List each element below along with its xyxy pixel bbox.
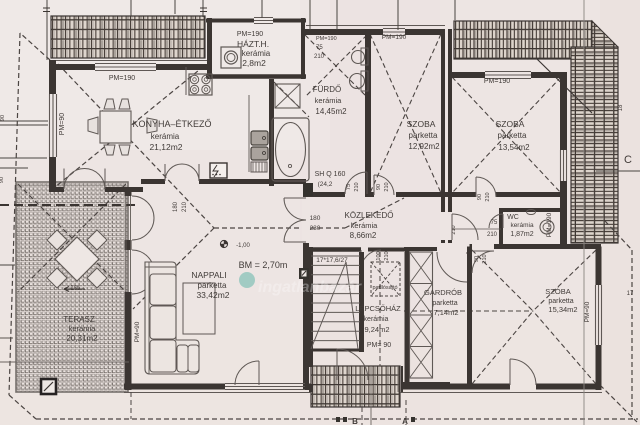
svg-text:KONYHA–ÉTKEZŐ: KONYHA–ÉTKEZŐ xyxy=(132,119,211,129)
svg-text:17: 17 xyxy=(627,291,634,297)
svg-text:90: 90 xyxy=(0,115,6,121)
svg-text:12,92m2: 12,92m2 xyxy=(408,142,440,151)
svg-text:21,12m2: 21,12m2 xyxy=(149,142,182,152)
svg-text:PM=90: PM=90 xyxy=(59,113,66,135)
svg-text:PM=190: PM=190 xyxy=(109,75,135,82)
svg-text:BM = 2,70m: BM = 2,70m xyxy=(239,260,288,270)
svg-text:kerámia: kerámia xyxy=(364,316,389,323)
svg-text:180: 180 xyxy=(173,201,179,212)
svg-text:210: 210 xyxy=(485,192,491,201)
svg-text:9,24m2: 9,24m2 xyxy=(364,325,389,334)
svg-text:90: 90 xyxy=(474,256,480,262)
svg-text:230: 230 xyxy=(310,225,321,232)
svg-text:14,45m2: 14,45m2 xyxy=(315,107,347,116)
svg-text:kerámia: kerámia xyxy=(69,324,97,333)
svg-text:kerámia: kerámia xyxy=(510,222,534,229)
svg-text:180: 180 xyxy=(310,215,321,222)
svg-text:PM=90: PM=90 xyxy=(584,301,591,322)
svg-text:210: 210 xyxy=(487,232,498,238)
svg-text:(24,2: (24,2 xyxy=(318,181,333,188)
svg-text:KÖZLEKEDŐ: KÖZLEKEDŐ xyxy=(345,211,394,220)
svg-text:SZOBA: SZOBA xyxy=(407,119,436,129)
svg-text:A: A xyxy=(402,417,408,425)
svg-text:13,54m2: 13,54m2 xyxy=(498,143,530,152)
svg-text:210: 210 xyxy=(482,254,488,263)
svg-text:75: 75 xyxy=(346,184,352,190)
svg-text:PM=190: PM=190 xyxy=(546,212,553,237)
svg-text:parketta: parketta xyxy=(498,131,527,140)
svg-text:HÁZT.H.: HÁZT.H. xyxy=(237,39,269,49)
svg-text:SZÓBA: SZÓBA xyxy=(545,287,570,296)
svg-text:33,42m2: 33,42m2 xyxy=(196,290,229,300)
svg-text:TERASZ: TERASZ xyxy=(63,315,95,324)
svg-text:PM=90: PM=90 xyxy=(134,321,141,342)
svg-text:210: 210 xyxy=(314,54,325,60)
svg-text:15,34m2: 15,34m2 xyxy=(548,305,577,314)
svg-text:padlósajtó: padlósajtó xyxy=(372,285,397,291)
svg-text:PM=190: PM=190 xyxy=(237,31,263,38)
svg-text:ingatlanbazár: ingatlanbazár xyxy=(258,279,362,296)
svg-text:90: 90 xyxy=(477,194,483,200)
svg-text:NAPPALI: NAPPALI xyxy=(191,270,226,280)
svg-text:parketta: parketta xyxy=(198,281,227,290)
svg-text:210: 210 xyxy=(384,251,390,260)
svg-text:PM= 90: PM= 90 xyxy=(367,342,391,349)
svg-text:100: 100 xyxy=(376,251,382,260)
svg-text:-1,00: -1,00 xyxy=(236,243,250,249)
svg-text:kerámia: kerámia xyxy=(351,221,379,230)
svg-text:GARDRÓB: GARDRÓB xyxy=(424,288,462,297)
svg-text:75: 75 xyxy=(491,220,498,226)
svg-text:2,8m2: 2,8m2 xyxy=(242,58,266,68)
svg-text:8,66m2: 8,66m2 xyxy=(350,231,377,240)
svg-text:17*17,6/27: 17*17,6/27 xyxy=(316,257,348,264)
svg-text:1,87m2: 1,87m2 xyxy=(510,231,533,238)
svg-text:parketta: parketta xyxy=(548,298,573,305)
svg-text:210: 210 xyxy=(182,201,188,212)
svg-text:parketta: parketta xyxy=(432,300,457,307)
svg-text:kerámia: kerámia xyxy=(242,49,271,58)
svg-text:210: 210 xyxy=(384,182,390,191)
svg-text:PM=190: PM=190 xyxy=(382,34,407,41)
svg-text:18: 18 xyxy=(618,104,624,111)
svg-text:7,14m2: 7,14m2 xyxy=(433,308,458,317)
svg-text:210: 210 xyxy=(354,182,360,191)
svg-text:75: 75 xyxy=(316,45,323,51)
svg-text:90: 90 xyxy=(0,177,5,183)
svg-text:LÉPCSŐHÁZ: LÉPCSŐHÁZ xyxy=(355,304,401,313)
svg-text:parketta: parketta xyxy=(409,131,438,140)
svg-text:PM=190: PM=190 xyxy=(484,78,510,85)
svg-text:20,31m2: 20,31m2 xyxy=(66,334,98,343)
svg-text:SZOBA: SZOBA xyxy=(496,119,525,129)
svg-text:210: 210 xyxy=(451,225,457,234)
svg-text:kerámia: kerámia xyxy=(151,132,180,141)
svg-text:B: B xyxy=(352,417,358,425)
svg-text:PM=190: PM=190 xyxy=(316,36,337,42)
svg-text:kerámia: kerámia xyxy=(315,96,343,105)
svg-text:WC: WC xyxy=(507,214,519,221)
svg-text:90: 90 xyxy=(376,184,382,190)
svg-text:SH Q 160: SH Q 160 xyxy=(315,171,346,178)
svg-text:FÜRDŐ: FÜRDŐ xyxy=(313,85,341,94)
svg-text:C: C xyxy=(624,154,632,166)
